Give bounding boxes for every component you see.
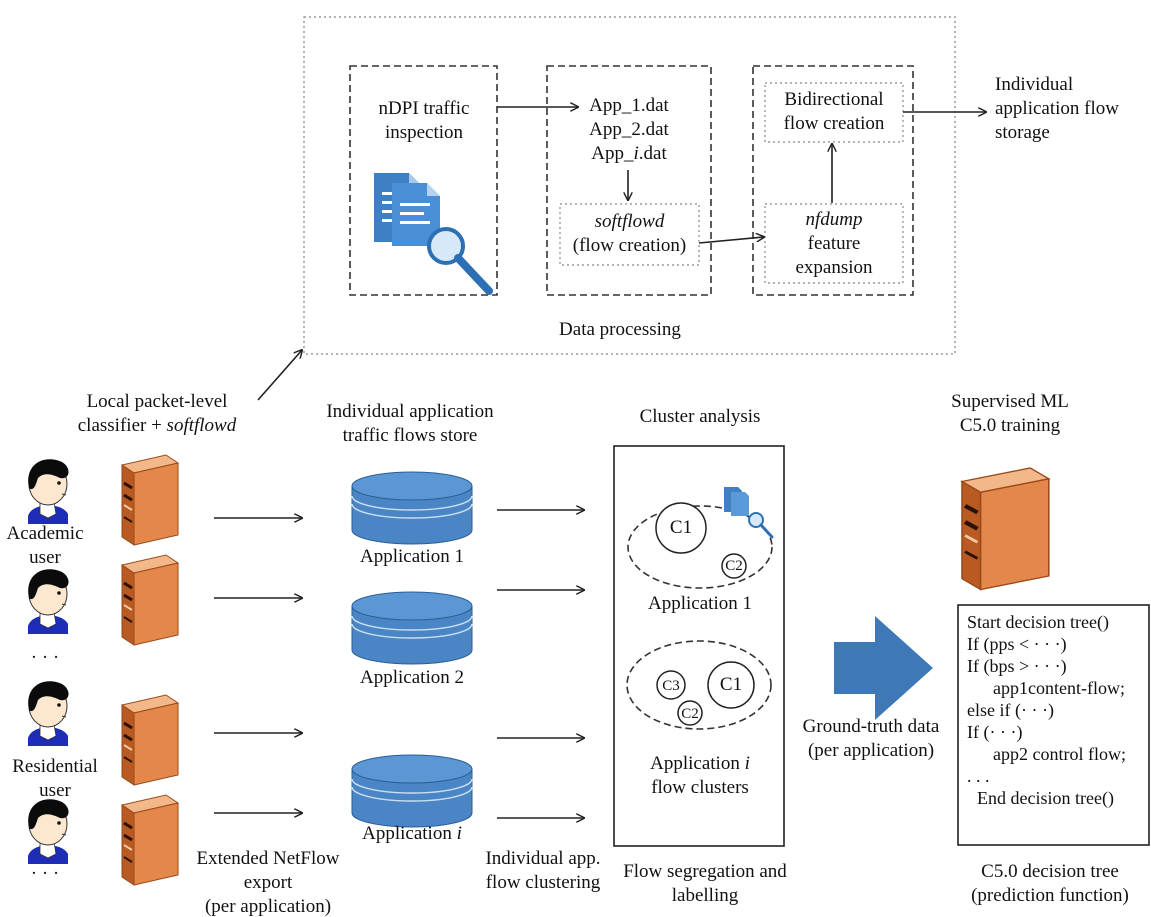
store-app1-label: Application 1 (360, 546, 464, 567)
cluster-c3-circle (656, 670, 686, 700)
dt-line: End decision tree() (977, 788, 1114, 808)
server-icon (120, 793, 180, 887)
server-icon (120, 693, 180, 787)
dt-line: . . . (967, 766, 990, 786)
dt-line: app2 control flow; (993, 744, 1126, 764)
app-files-box (546, 65, 712, 296)
cluster-c2-label: C2 (681, 706, 699, 722)
cluster-c1-circle (655, 502, 707, 554)
data-processing-panel (303, 16, 956, 355)
decision-tree-box (957, 604, 1150, 846)
academic-ellipsis: · · · (30, 647, 60, 668)
ml-server-icon (962, 468, 1049, 590)
applicationi-cluster-group (626, 640, 772, 730)
dt-line: app1content-flow; (993, 678, 1125, 698)
cluster-c2-label: C2 (725, 558, 743, 574)
store-appi-label: Application i (362, 823, 462, 844)
softflowd-label: softflowd(flow creation) (572, 211, 687, 256)
database-icon-app1 (351, 471, 473, 545)
cluster-c1-circle (707, 661, 755, 709)
nfdump-box (764, 203, 904, 284)
decision-tree-code: Start decision tree()If (pps < · · ·)If … (967, 611, 1126, 809)
ground-truth-label: Ground-truth data(per application) (802, 716, 940, 761)
application1-cluster-group (627, 505, 773, 589)
cluster-app1-label: Application 1 (648, 593, 752, 614)
cluster-c2-circle (677, 700, 703, 726)
ground-truth-arrow (834, 616, 933, 720)
document-search-icon (374, 173, 493, 295)
database-icon-app2 (351, 591, 473, 665)
bidirectional-box (764, 82, 904, 143)
academic-user-icon (27, 458, 70, 525)
softflowd-to-nfdump-arrow (698, 237, 764, 244)
data-processing-caption: Data processing (559, 319, 681, 340)
dt-line: Start decision tree() (967, 612, 1109, 632)
cluster-c2-circle (721, 553, 747, 579)
dt-line: If (bps > · · ·) (967, 656, 1067, 676)
database-icon-appi (351, 754, 473, 828)
residential-user-icon (27, 680, 70, 747)
flow-clustering-label: Individual app.flow clustering (485, 848, 601, 893)
residential-ellipsis: · · · (30, 863, 60, 884)
cluster-c1-label: C1 (719, 674, 743, 695)
cluster-analysis-box (613, 445, 785, 847)
residential-user-icon-2 (27, 798, 70, 865)
decision-tree-caption: C5.0 decision tree(prediction function) (971, 861, 1129, 906)
cluster-c1-label: C1 (669, 517, 693, 538)
document-search-icon (724, 487, 774, 539)
server-icon (120, 553, 180, 647)
academic-user-icon-2 (27, 568, 70, 635)
server-icon (120, 453, 180, 547)
classifier-to-processing-arrow (257, 350, 302, 401)
dt-line: If (· · ·) (967, 722, 1023, 742)
cluster-c3-label: C3 (662, 678, 680, 694)
flow-creation-box (752, 65, 914, 296)
dt-line: else if (· · ·) (967, 700, 1054, 720)
dt-line: If (pps < · · ·) (967, 634, 1067, 654)
store-app2-label: Application 2 (360, 667, 464, 688)
cluster-title: Cluster analysis (639, 406, 761, 427)
